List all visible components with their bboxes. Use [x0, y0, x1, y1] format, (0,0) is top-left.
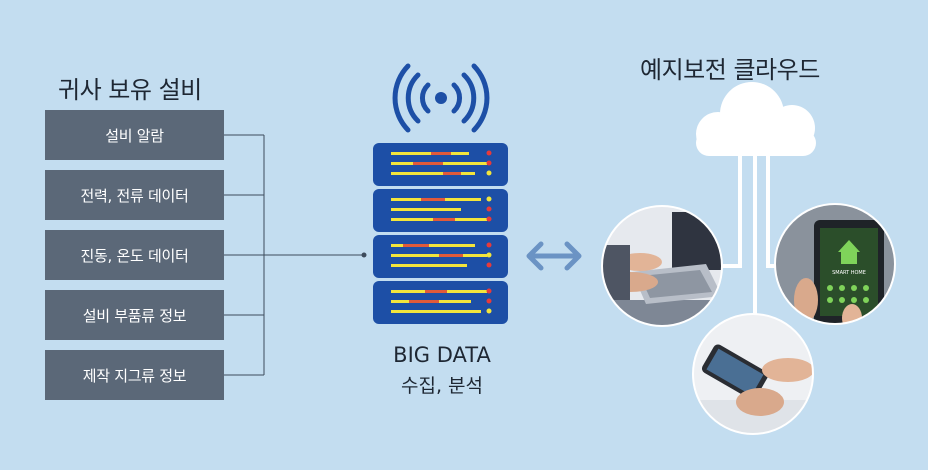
laptop-photo: [601, 205, 723, 327]
server-unit: [373, 143, 508, 186]
connector-lines: [224, 134, 364, 376]
big-data-subtitle: 수집, 분석: [401, 375, 483, 397]
power-current-data-box: 전력, 전류 데이터: [45, 170, 224, 220]
server-stack-icon: [373, 143, 508, 324]
big-data-title: BIG DATA: [393, 343, 491, 367]
tablet-photo: SMART HOME: [774, 203, 896, 325]
left-panel-title: 귀사 보유 설비: [58, 76, 202, 104]
bidirectional-arrow-icon: [526, 241, 582, 271]
equipment-alarm-box: 설비 알람: [45, 110, 224, 160]
jig-info-box: 제작 지그류 정보: [45, 350, 224, 400]
tablet-screen-text: SMART HOME: [832, 270, 866, 276]
cloud-connection-lines: [722, 156, 776, 318]
cloud-icon: [696, 82, 816, 156]
wireless-signal-icon: [392, 63, 490, 133]
equipment-parts-info-box: 설비 부품류 정보: [45, 290, 224, 340]
connector-dot: [361, 252, 367, 258]
phone-photo: [692, 313, 814, 435]
server-unit: [373, 189, 508, 232]
server-unit: [373, 235, 508, 278]
cloud-title: 예지보전 클라우드: [640, 56, 820, 84]
server-unit: [373, 281, 508, 324]
vibration-temperature-data-box: 진동, 온도 데이터: [45, 230, 224, 280]
